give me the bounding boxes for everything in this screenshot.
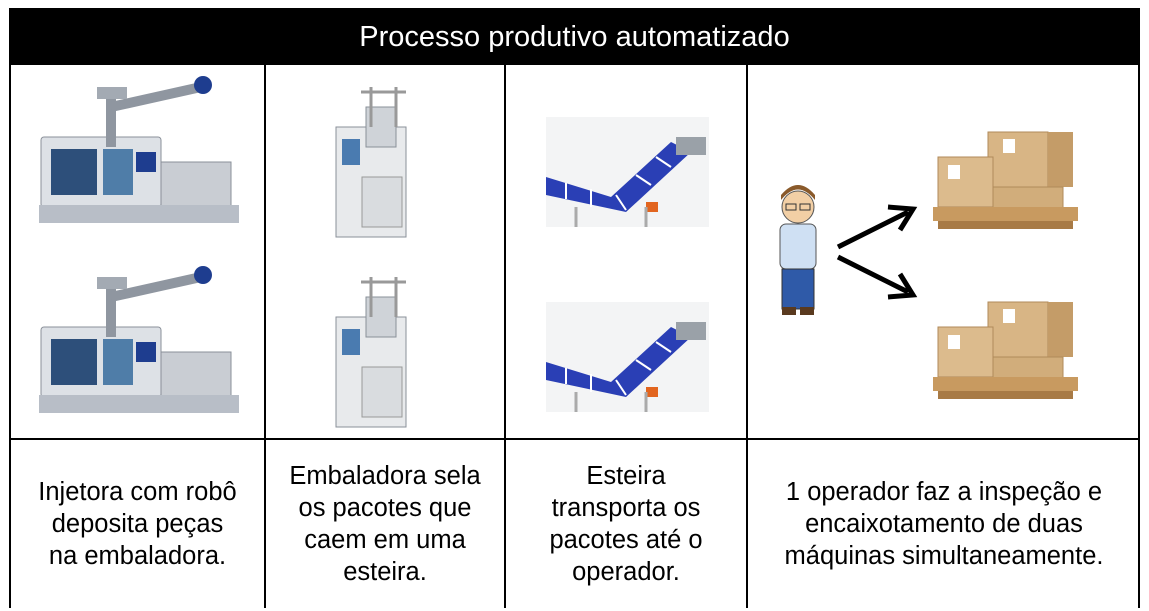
injection-machine-icon [11, 76, 264, 438]
operator-cell [748, 67, 1140, 438]
column-divider [746, 65, 748, 608]
column-divider [504, 65, 506, 608]
caption-packaging: Embaladora sela os pacotes que caem em u… [289, 462, 481, 586]
process-diagram: Processo produtivo automatizado [9, 8, 1140, 608]
packaging-machine-icon [334, 87, 408, 429]
row-divider [11, 438, 1138, 440]
diagram-title: Processo produtivo automatizado [11, 10, 1138, 65]
operator-icon [779, 131, 1079, 400]
caption-conveyor: Esteira transporta os pacotes até o oper… [549, 462, 703, 586]
arrow-icon [836, 209, 910, 250]
conveyors-cell [506, 67, 746, 438]
conveyor-belt-icon [544, 117, 711, 414]
column-divider [264, 65, 266, 608]
caption-injection: Injetora com robô deposita peças na emba… [38, 478, 237, 570]
packaging-machines-cell [266, 67, 504, 438]
injection-machines-cell [11, 67, 264, 438]
caption-operator: 1 operador faz a inspeção e encaixotamen… [784, 478, 1104, 570]
